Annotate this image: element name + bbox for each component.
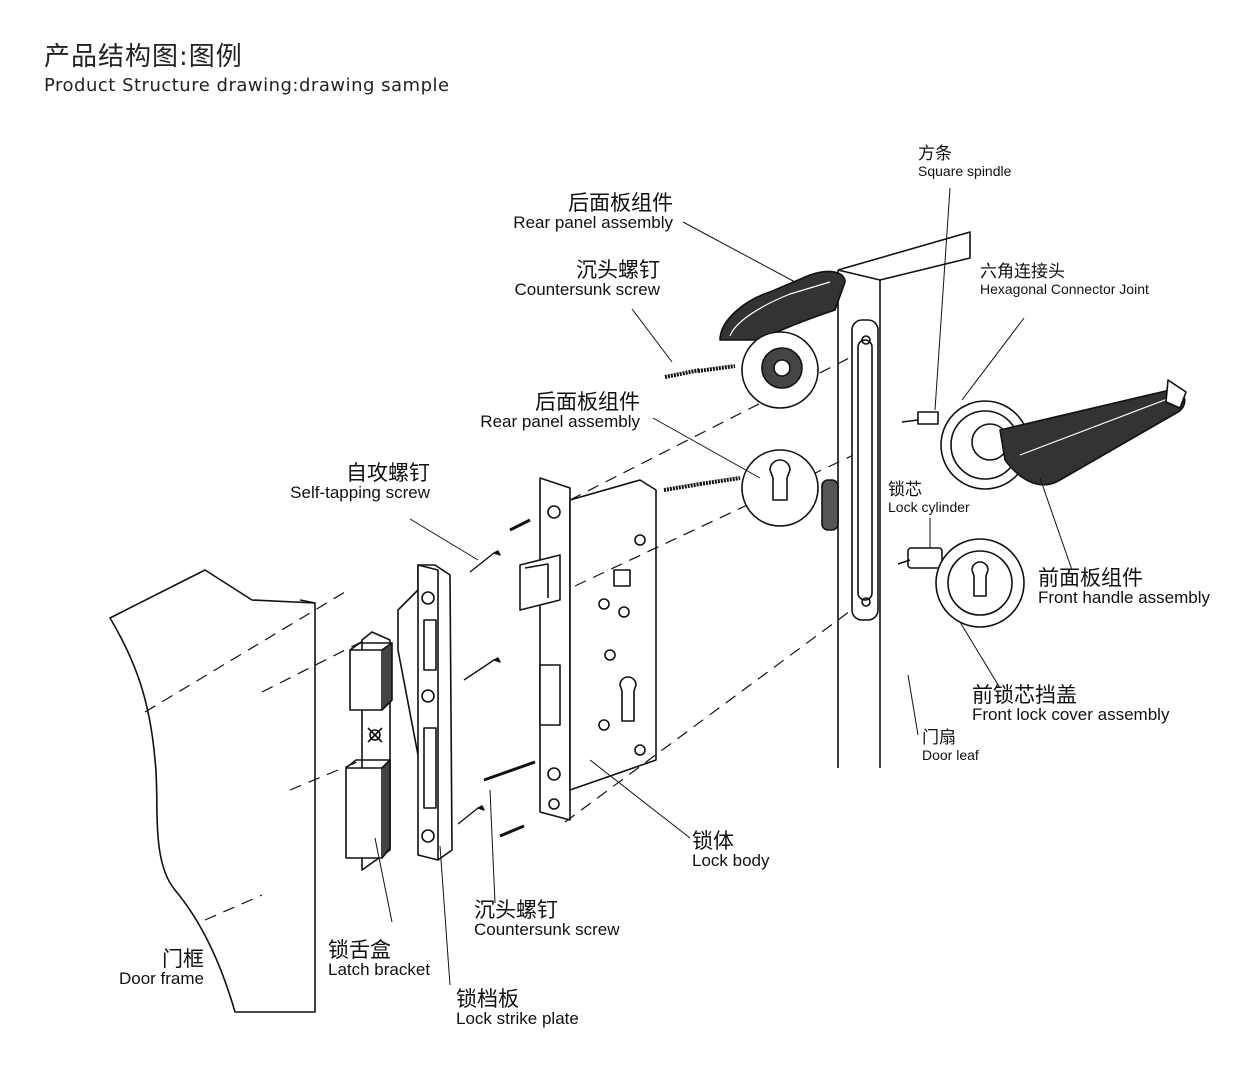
label-front-handle: 前面板组件 Front handle assembly <box>1038 566 1210 608</box>
front-handle-shape <box>940 317 1187 571</box>
label-front-lock-cover: 前锁芯挡盖 Front lock cover assembly <box>972 683 1170 725</box>
door-leaf-shape <box>837 231 971 768</box>
door-frame-shape <box>109 569 366 1013</box>
latch-bracket-shape <box>345 631 393 871</box>
countersunk-screws-bottom <box>483 518 536 904</box>
lock-body-shape <box>519 477 691 839</box>
front-lock-cover-shape <box>897 518 1025 689</box>
label-latch-bracket: 锁舌盒 Latch bracket <box>328 938 431 980</box>
label-rear-panel-top: 后面板组件 Rear panel assembly <box>513 191 673 233</box>
label-self-tapping: 自攻螺钉 Self-tapping screw <box>290 461 430 503</box>
label-lock-body: 锁体 Lock body <box>692 829 770 871</box>
label-rear-panel-mid: 后面板组件 Rear panel assembly <box>480 390 640 432</box>
label-door-frame: 门框 Door frame <box>118 947 204 989</box>
label-countersunk-bottom: 沉头螺钉 Countersunk screw <box>474 898 620 940</box>
label-hex-joint: 六角连接头 Hexagonal Connector Joint <box>980 262 1149 297</box>
rear-panel-mid-shape <box>652 417 839 531</box>
page-subtitle: Product Structure drawing:drawing sample <box>44 75 450 96</box>
strike-plate-shape <box>397 564 453 861</box>
label-lock-cylinder: 锁芯 Lock cylinder <box>888 480 970 515</box>
square-spindle-shape <box>901 187 951 425</box>
page-title: 产品结构图:图例 <box>44 42 243 72</box>
label-square-spindle: 方条 Square spindle <box>918 144 1012 179</box>
self-tapping-screws <box>409 518 501 825</box>
label-strike-plate: 锁档板 Lock strike plate <box>456 987 579 1029</box>
label-countersunk-top: 沉头螺钉 Countersunk screw <box>514 258 660 300</box>
rear-handle-top-shape <box>631 221 846 409</box>
label-door-leaf: 门扇 Door leaf <box>922 728 979 763</box>
bottom-leaders <box>374 837 451 986</box>
